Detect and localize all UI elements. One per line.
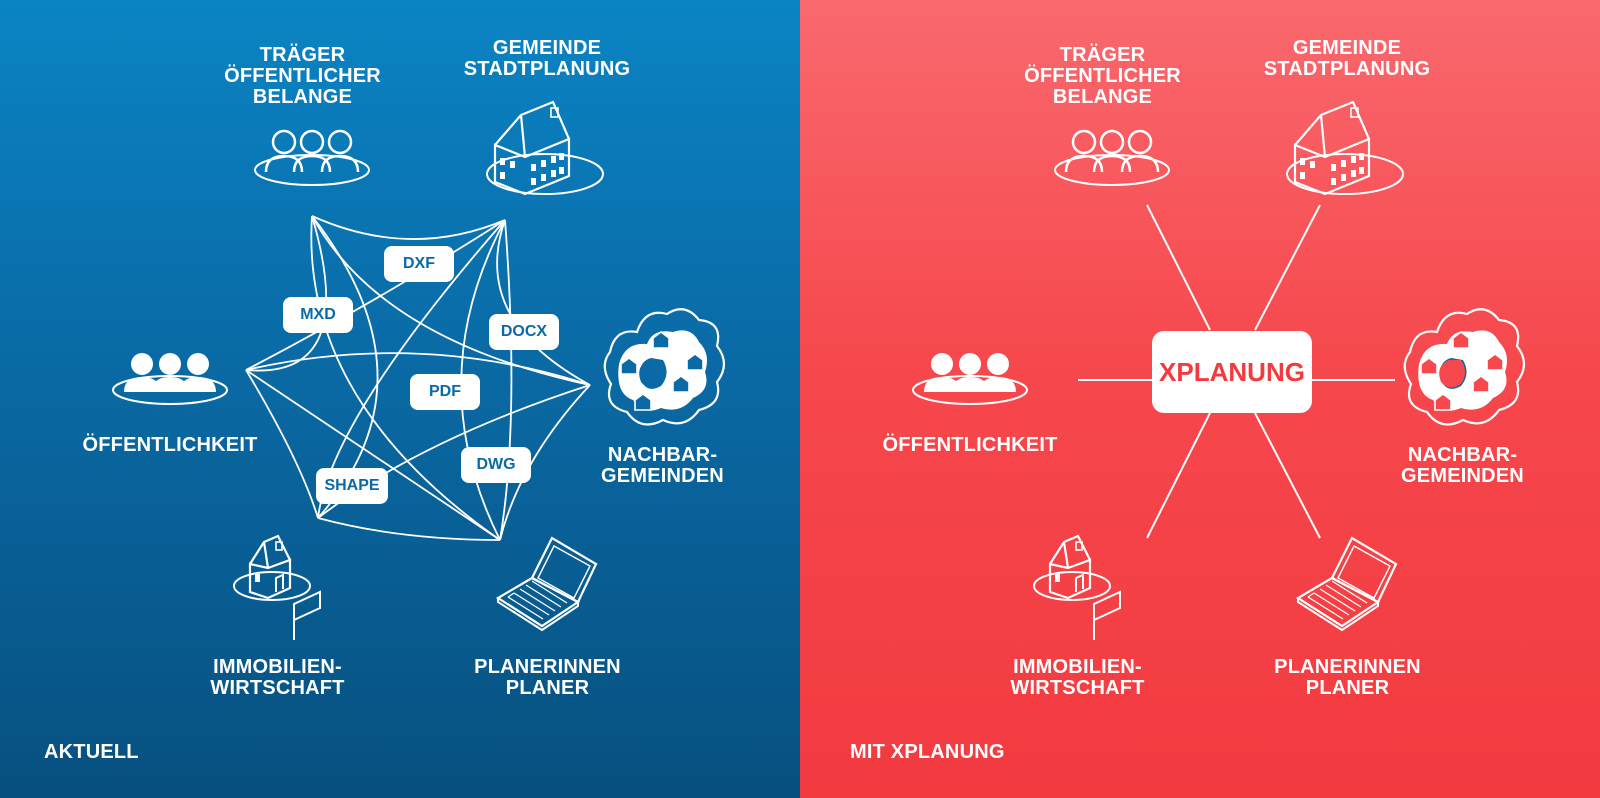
island-village-icon: [1403, 308, 1526, 426]
xplanung-hub: XPLANUNG: [1152, 331, 1312, 413]
people-group-icon: [253, 129, 371, 187]
label-oeffentlichkeit: ÖFFENTLICHKEIT: [882, 434, 1058, 456]
people-group-icon: [912, 352, 1028, 405]
xplanung-hub-diagram: [912, 100, 1526, 642]
label-nachbar: NACHBAR- GEMEINDEN: [601, 444, 724, 487]
label-gemeinde: GEMEINDE STADTPLANUNG: [1263, 37, 1431, 80]
format-chip-dxf: DXF: [384, 246, 454, 282]
format-chip-shape: SHAPE: [316, 468, 388, 504]
label-gemeinde: GEMEINDE STADTPLANUNG: [463, 37, 631, 80]
town-hall-icon: [1285, 100, 1405, 196]
people-group-icon: [112, 352, 228, 405]
label-aktuell: AKTUELL: [44, 741, 139, 763]
format-chip-pdf: PDF: [410, 374, 480, 410]
label-nachbar: NACHBAR- GEMEINDEN: [1401, 444, 1524, 487]
label-oeffentlichkeit: ÖFFENTLICHKEIT: [82, 434, 258, 456]
format-chip-mxd: MXD: [283, 297, 353, 333]
house-with-sign-icon: [232, 534, 322, 642]
laptop-icon: [1296, 536, 1398, 632]
format-chip-docx: DOCX: [489, 314, 559, 350]
label-traeger: TRÄGER ÖFFENTLICHER BELANGE: [1024, 44, 1181, 108]
people-group-icon: [1053, 129, 1171, 187]
label-traeger: TRÄGER ÖFFENTLICHER BELANGE: [224, 44, 381, 108]
label-planer: PLANERINNEN PLANER: [474, 656, 621, 699]
current-exchange-diagram: [112, 100, 726, 642]
label-planer: PLANERINNEN PLANER: [1274, 656, 1421, 699]
panel-mit-xplanung: XPLANUNG TRÄGER ÖFFENTLICHER BELANGE GEM…: [800, 0, 1600, 798]
hub-connection-lines: [1078, 204, 1395, 539]
label-immobilien: IMMOBILIEN- WIRTSCHAFT: [210, 656, 345, 699]
panel-aktuell: TRÄGER ÖFFENTLICHER BELANGE GEMEINDE STA…: [0, 0, 800, 798]
format-chip-dwg: DWG: [461, 447, 531, 483]
label-mit-xplanung: MIT XPLANUNG: [850, 741, 1005, 763]
island-village-icon: [603, 308, 726, 426]
town-hall-icon: [485, 100, 605, 196]
label-immobilien: IMMOBILIEN- WIRTSCHAFT: [1010, 656, 1145, 699]
house-with-sign-icon: [1032, 534, 1122, 642]
laptop-icon: [496, 536, 598, 632]
